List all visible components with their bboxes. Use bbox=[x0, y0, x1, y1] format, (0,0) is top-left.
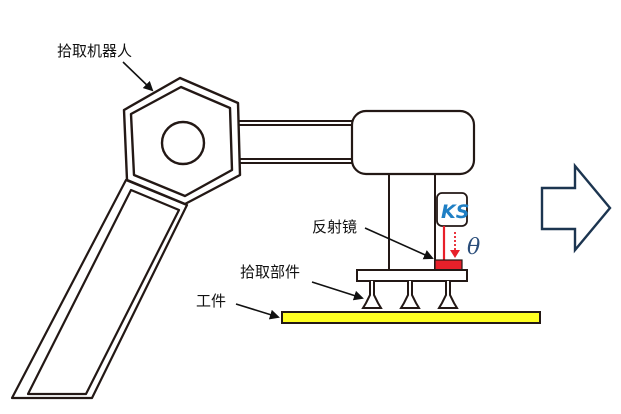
label-workpiece: 工件 bbox=[196, 292, 226, 310]
mirror bbox=[434, 259, 463, 271]
robot-upper-arm bbox=[238, 120, 355, 164]
arrow-right-outline-icon bbox=[540, 162, 612, 254]
displacement-sensor: KS bbox=[436, 192, 469, 227]
pickup-plate bbox=[356, 269, 468, 282]
laser-beam bbox=[442, 226, 460, 260]
robot-vertical-column bbox=[388, 174, 436, 270]
suction-cup bbox=[437, 281, 459, 309]
label-pickup-part: 拾取部件 bbox=[240, 263, 300, 281]
suction-cup bbox=[399, 281, 421, 309]
label-mirror: 反射镜 bbox=[312, 218, 357, 236]
robot-lower-arm bbox=[10, 178, 189, 400]
leader-arrow-robot bbox=[122, 61, 154, 92]
robot-wrist-head bbox=[350, 109, 476, 176]
leader-arrow-pickup-part bbox=[311, 281, 364, 301]
leader-arrow-mirror bbox=[364, 227, 434, 260]
robot-joint-hexagon bbox=[122, 76, 242, 206]
workpiece bbox=[281, 311, 541, 324]
angle-theta-label: θ bbox=[467, 235, 480, 260]
suction-cups bbox=[361, 281, 459, 309]
label-pickup-robot: 拾取机器人 bbox=[57, 42, 132, 60]
leader-arrow-workpiece bbox=[235, 303, 280, 320]
suction-cup bbox=[361, 281, 383, 309]
sensor-logo: KS bbox=[441, 201, 469, 223]
